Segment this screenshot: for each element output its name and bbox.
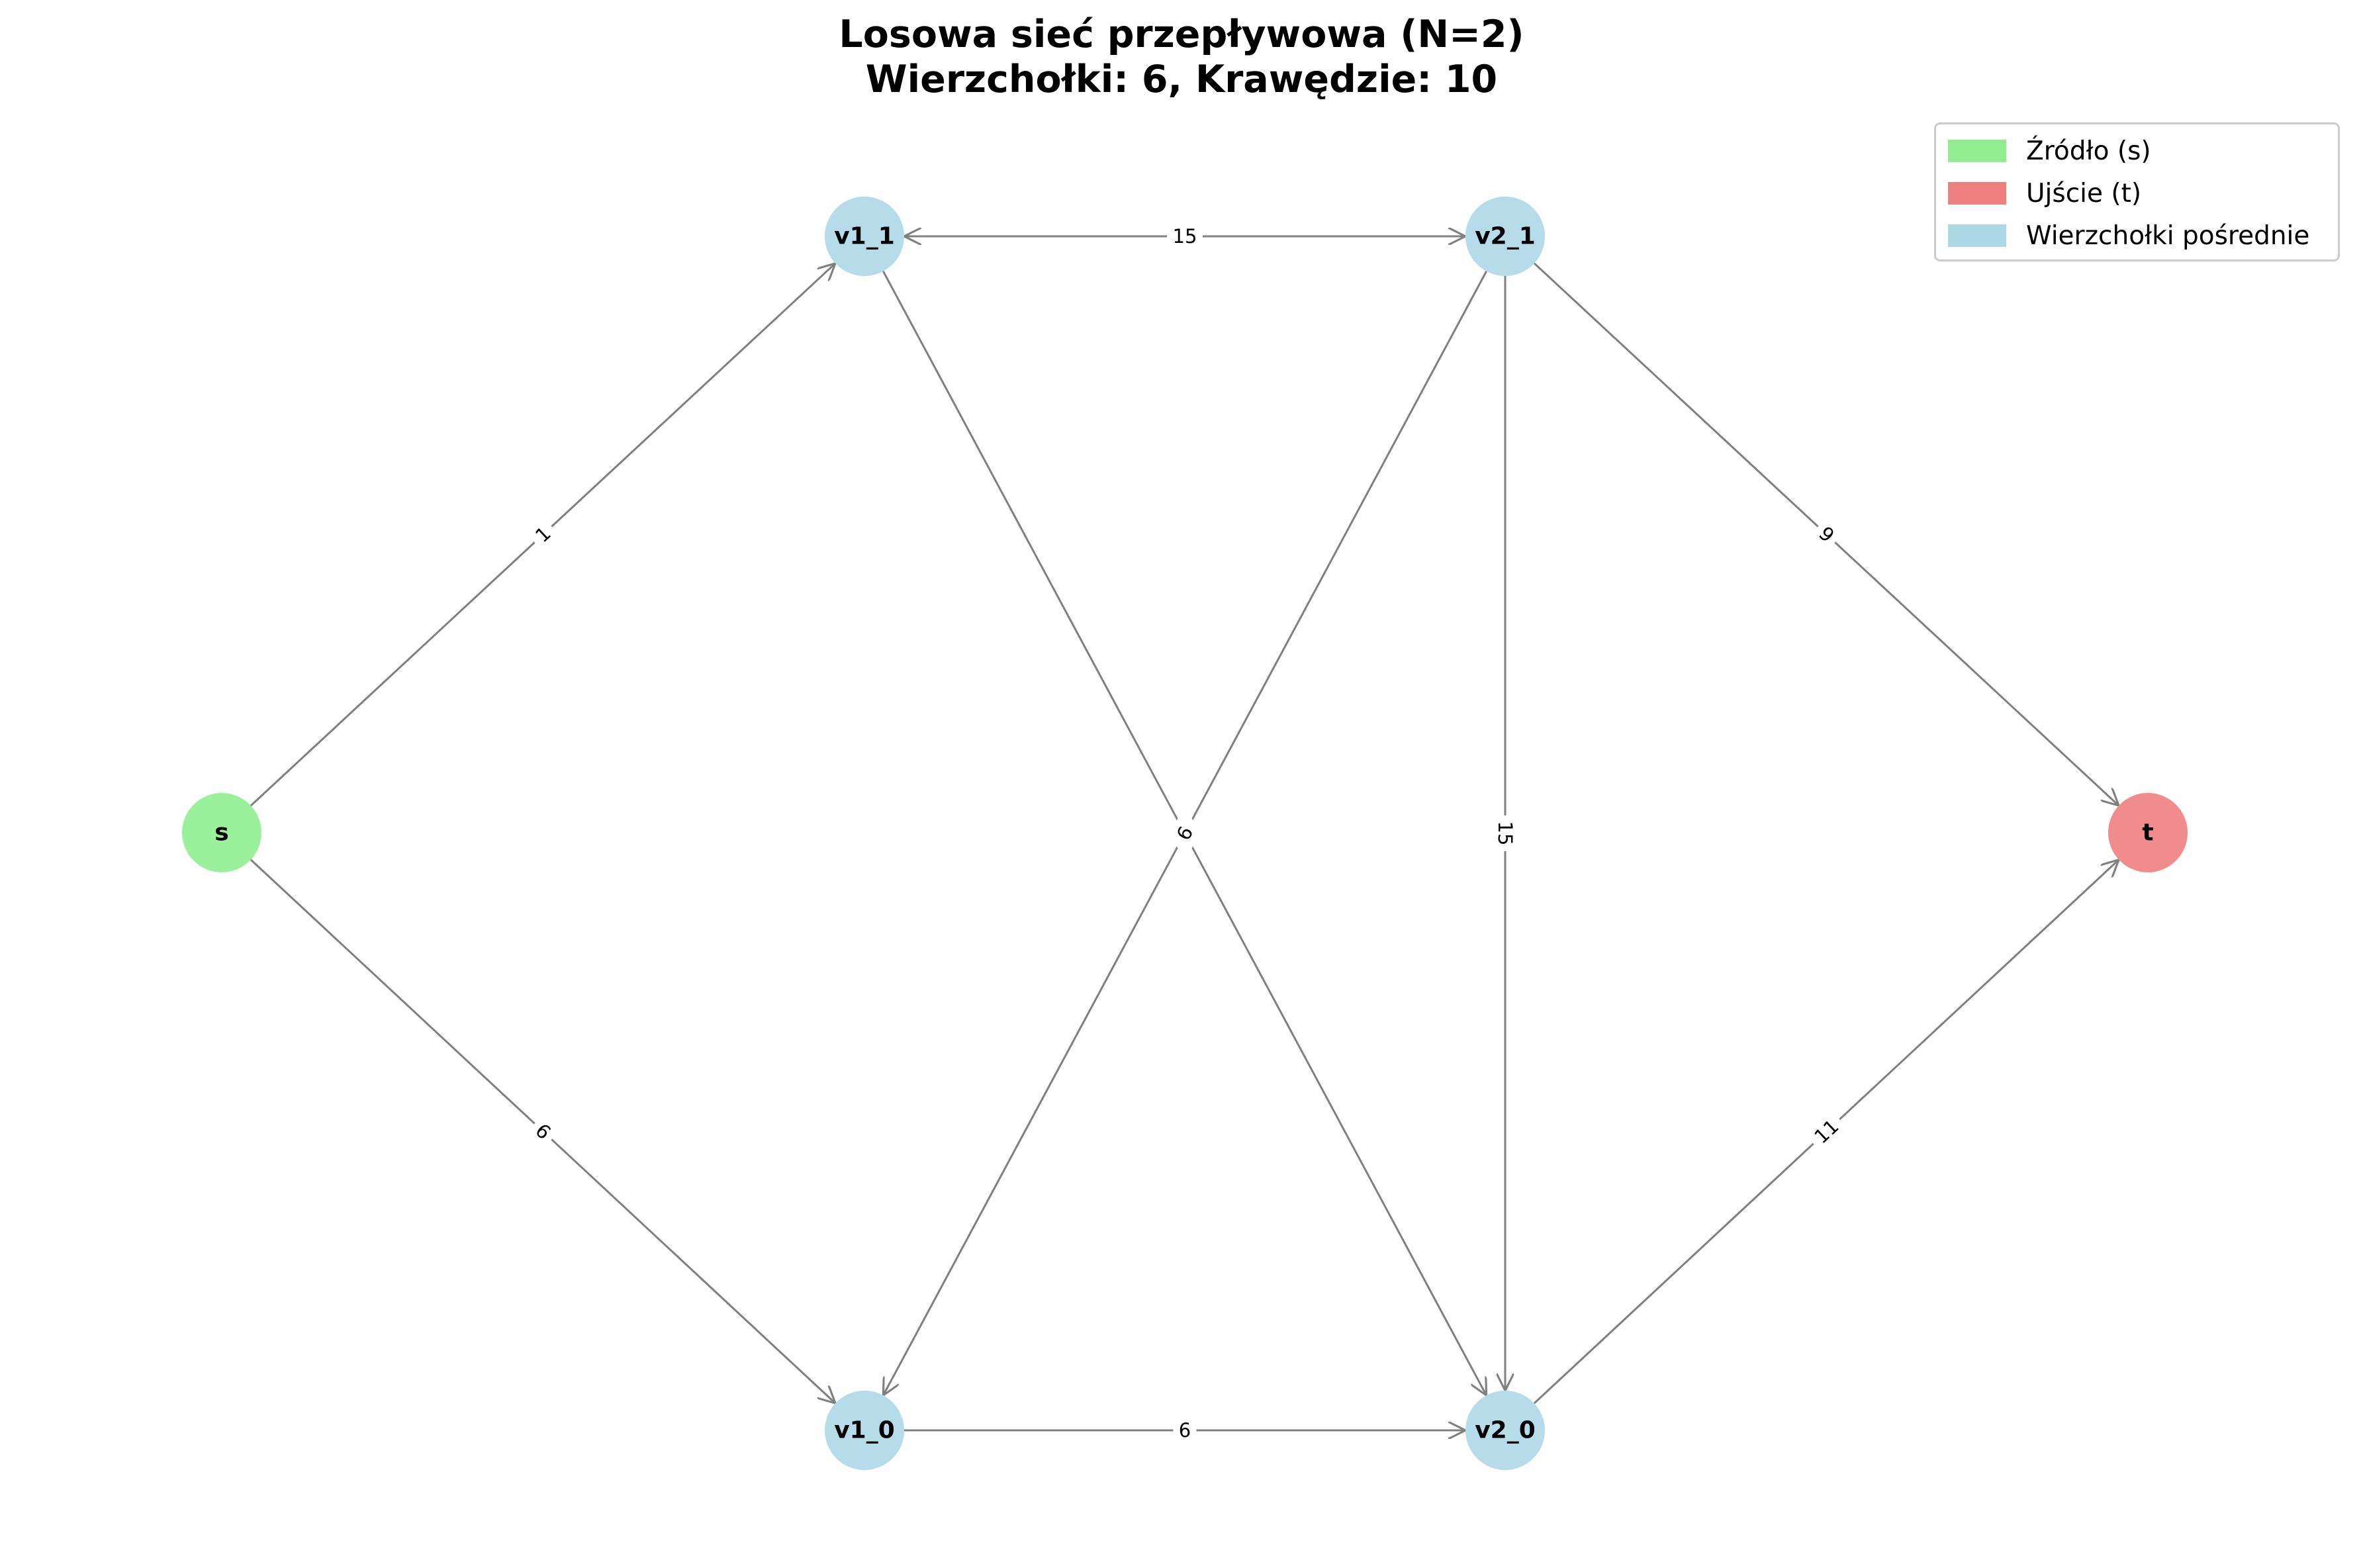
legend-item-source: Źródło (s) xyxy=(1948,135,2151,167)
edge-label-bg xyxy=(1173,1417,1197,1444)
legend-swatch-source xyxy=(1948,140,2006,162)
edge-label-v1_0-v2_0: 6 xyxy=(1179,1419,1191,1442)
legend-item-intermediate: Wierzchołki pośrednie xyxy=(1948,220,2309,252)
edge-label-bg xyxy=(1168,817,1202,850)
node-label-s: s xyxy=(214,819,228,847)
edge-label-group-s-v1_1: 1 xyxy=(526,516,561,553)
edge-labels-layer: 161569615911 xyxy=(526,223,1849,1444)
edge-label-bg xyxy=(1804,1109,1849,1154)
node-v1_1 xyxy=(825,197,904,276)
legend-label-intermediate: Wierzchołki pośrednie xyxy=(2026,220,2310,251)
node-s xyxy=(182,793,261,872)
legend-item-sink: Ujście (t) xyxy=(1948,177,2141,209)
edge-label-group-v2_1-t: 9 xyxy=(1809,516,1844,553)
node-label-v1_0: v1_0 xyxy=(834,1417,895,1444)
edge-label-group-v1_0-v2_0: 6 xyxy=(1173,1417,1197,1444)
diagram-title: Losowa sieć przepływowa (N=2) Wierzchołk… xyxy=(0,12,2363,102)
node-label-v2_0: v2_0 xyxy=(1475,1417,1536,1444)
edge-label-group-v1_1-v2_1: 15 xyxy=(1167,223,1203,250)
node-v2_1 xyxy=(1465,197,1545,276)
legend: Źródło (s) Ujście (t) Wierzchołki pośred… xyxy=(1934,122,2340,261)
nodes-layer: s v1_1 v1_0 v2_1 v2_0 t xyxy=(182,197,2188,1470)
legend-swatch-intermediate xyxy=(1948,224,2006,247)
legend-label-source: Źródło (s) xyxy=(2026,136,2151,166)
edge-label-bg xyxy=(526,1113,561,1150)
node-v1_0 xyxy=(825,1391,904,1470)
edge-label-bg xyxy=(1492,815,1518,851)
legend-swatch-sink xyxy=(1948,182,2006,205)
edge-label-group-v2_1-v1_0: 6 xyxy=(1168,817,1202,850)
title-line-2: Wierzchołki: 6, Krawędzie: 10 xyxy=(865,58,1498,101)
title-line-1: Losowa sieć przepływowa (N=2) xyxy=(839,13,1524,56)
node-v2_0 xyxy=(1465,1391,1545,1470)
legend-label-sink: Ujście (t) xyxy=(2026,178,2142,208)
edge-label-v2_1-v2_0: 15 xyxy=(1494,821,1516,846)
node-label-v1_1: v1_1 xyxy=(834,223,895,250)
node-label-t: t xyxy=(2142,819,2153,847)
edge-label-group-v2_1-v2_0: 15 xyxy=(1492,815,1518,851)
edge-label-bg xyxy=(1167,223,1203,250)
node-t xyxy=(2108,793,2188,872)
edge-label-v1_1-v2_1: 15 xyxy=(1173,225,1197,248)
edge-label-bg xyxy=(1809,516,1844,553)
edge-label-bg xyxy=(526,516,561,553)
node-label-v2_1: v2_1 xyxy=(1475,223,1536,250)
edge-label-group-s-v1_0: 6 xyxy=(526,1113,561,1150)
